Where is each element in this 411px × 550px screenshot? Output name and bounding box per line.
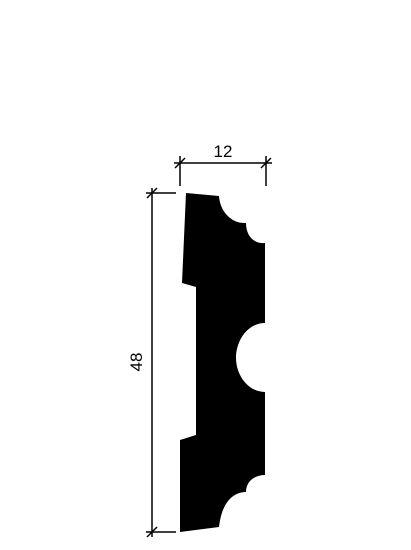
height-tick-bottom xyxy=(146,526,158,538)
width-label: 12 xyxy=(214,142,233,161)
height-label: 48 xyxy=(127,353,146,372)
height-dimension xyxy=(146,187,176,538)
moulding-profile xyxy=(180,193,265,532)
width-dimension xyxy=(174,156,272,186)
width-tick-left xyxy=(174,157,186,169)
width-tick-right xyxy=(260,157,272,169)
height-tick-top xyxy=(146,187,158,199)
